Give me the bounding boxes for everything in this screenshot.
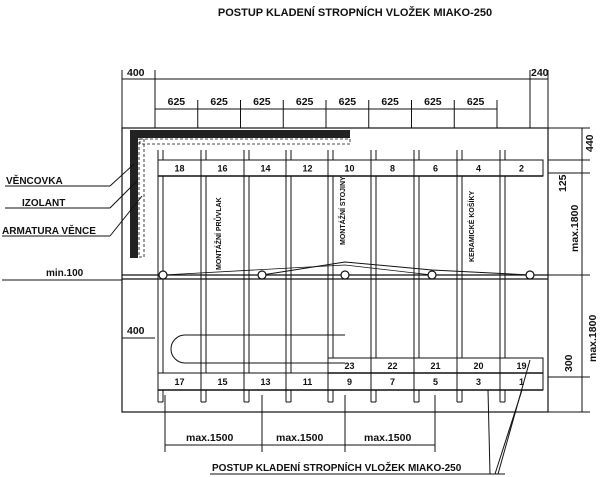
caption-leaders xyxy=(210,359,531,475)
insert-block-number: 6 xyxy=(433,164,438,174)
insert-block: 23 xyxy=(327,357,372,374)
dim-bottom-max1500-1: max.1500 xyxy=(186,432,233,444)
dim-left-400: 400 xyxy=(127,67,145,79)
beam xyxy=(243,150,250,403)
dim-right-max1800-b: max.1800 xyxy=(587,315,599,362)
label-kosiky: KERAMICKÉ KOŠÍKY xyxy=(467,190,476,262)
insert-block: 10 xyxy=(327,159,372,177)
label-izolant: IZOLANT xyxy=(22,198,65,209)
bottom-caption: POSTUP KLADENÍ STROPNÍCH VLOŽEK MIAKO-25… xyxy=(212,461,462,474)
insert-block-number: 18 xyxy=(174,164,184,174)
insert-block: 22 xyxy=(370,357,415,374)
insert-block: 11 xyxy=(285,372,330,391)
insert-row-top: 18 16 14 12 10 8 6 4 2 xyxy=(157,159,544,177)
label-stojiny: MONTÁŽNÍ STOJINY xyxy=(338,176,347,245)
label-vencovka: VĚNCOVKA xyxy=(6,174,63,187)
prop-circle xyxy=(427,270,437,280)
insert-block-number: 10 xyxy=(344,164,354,174)
right-dimension-chain xyxy=(548,127,590,413)
ring-beam-hatch xyxy=(130,130,351,258)
insert-block: 3 xyxy=(456,372,501,391)
insert-block: 21 xyxy=(413,357,458,374)
beam-dim-label: 625 xyxy=(424,96,442,108)
insert-block-number: 1 xyxy=(519,377,524,387)
insert-block: 5 xyxy=(413,372,458,391)
insert-block: 17 xyxy=(157,372,202,391)
insert-block: 15 xyxy=(200,372,245,391)
insert-block-number: 2 xyxy=(519,164,524,174)
insert-block: 4 xyxy=(456,159,501,177)
insert-block: 9 xyxy=(327,372,372,391)
dim-right-440: 440 xyxy=(584,134,596,152)
slab-outline xyxy=(121,127,549,413)
insert-block-number: 12 xyxy=(302,164,312,174)
label-prumlak: MONTÁŽNÍ PRŮVLAK xyxy=(213,197,223,270)
prop-circle xyxy=(340,270,350,280)
beam-dim-label: 625 xyxy=(168,96,186,108)
insert-block-number: 15 xyxy=(217,377,227,387)
beam-spacing-dimensions: 625 625 625 625 625 625 625 625 xyxy=(168,96,498,128)
insert-block: 2 xyxy=(499,159,544,177)
dim-right-300: 300 xyxy=(563,354,575,372)
insert-row-bottom: 17 15 13 11 9 7 5 3 1 xyxy=(157,372,544,391)
insert-block: 6 xyxy=(413,159,458,177)
left-leaders xyxy=(2,163,143,281)
dim-right-max1800-a: max.1800 xyxy=(569,205,581,252)
insert-block-number: 16 xyxy=(217,164,227,174)
support-beam-line xyxy=(122,261,548,280)
insert-block-number: 5 xyxy=(433,377,438,387)
insert-block-number: 17 xyxy=(174,377,184,387)
beam-dim-label: 625 xyxy=(210,96,228,108)
prop-circle xyxy=(257,270,267,280)
bottom-dimension-chain xyxy=(164,395,436,452)
beam xyxy=(200,150,207,403)
insert-block-number: 14 xyxy=(260,164,270,174)
insert-block-number: 20 xyxy=(473,361,483,371)
insert-block: 1 xyxy=(499,372,544,391)
dim-bottom-max1500-2: max.1500 xyxy=(276,432,323,444)
beam-dim-label: 625 xyxy=(296,96,314,108)
dim-left-400-mid: 400 xyxy=(127,325,145,337)
insert-block-number: 23 xyxy=(344,361,354,371)
prop-circles xyxy=(158,270,535,280)
insert-block: 14 xyxy=(243,159,288,177)
insert-block-number: 3 xyxy=(476,377,481,387)
dim-right-240: 240 xyxy=(531,67,549,79)
insert-block-number: 8 xyxy=(390,164,395,174)
insert-block: 8 xyxy=(370,159,415,177)
insert-block-number: 22 xyxy=(387,361,397,371)
insert-block: 19 xyxy=(499,357,544,374)
insert-block: 7 xyxy=(370,372,415,391)
insert-block-number: 4 xyxy=(476,164,481,174)
insert-block: 16 xyxy=(200,159,245,177)
label-min100: min.100 xyxy=(46,268,84,279)
title: POSTUP KLADENÍ STROPNÍCH VLOŽEK MIAKO-25… xyxy=(218,6,492,19)
insert-block-number: 7 xyxy=(390,377,395,387)
prop-circle xyxy=(525,270,535,280)
insert-block-number: 19 xyxy=(516,361,526,371)
prop-circle xyxy=(158,270,168,280)
beam-dim-label: 625 xyxy=(467,96,485,108)
insert-row-middle: 23 22 21 20 19 xyxy=(327,357,544,374)
dim-right-125: 125 xyxy=(557,174,569,192)
label-armatura: ARMATURA VĚNCE xyxy=(2,224,96,237)
insert-block-number: 9 xyxy=(347,377,352,387)
insert-block-number: 21 xyxy=(430,361,440,371)
insert-block-number: 11 xyxy=(303,377,313,387)
floor-beams xyxy=(157,150,506,403)
beam-dim-label: 625 xyxy=(339,96,357,108)
beam-dim-label: 625 xyxy=(381,96,399,108)
insert-block-number: 13 xyxy=(260,377,270,387)
insert-block: 18 xyxy=(157,159,202,177)
beam-dim-label: 625 xyxy=(253,96,271,108)
insert-block: 13 xyxy=(243,372,288,391)
insert-block: 12 xyxy=(285,159,330,177)
beam xyxy=(285,150,292,403)
insert-block: 20 xyxy=(456,357,501,374)
reinforcement-loop xyxy=(170,334,345,364)
dim-bottom-max1500-3: max.1500 xyxy=(364,432,411,444)
